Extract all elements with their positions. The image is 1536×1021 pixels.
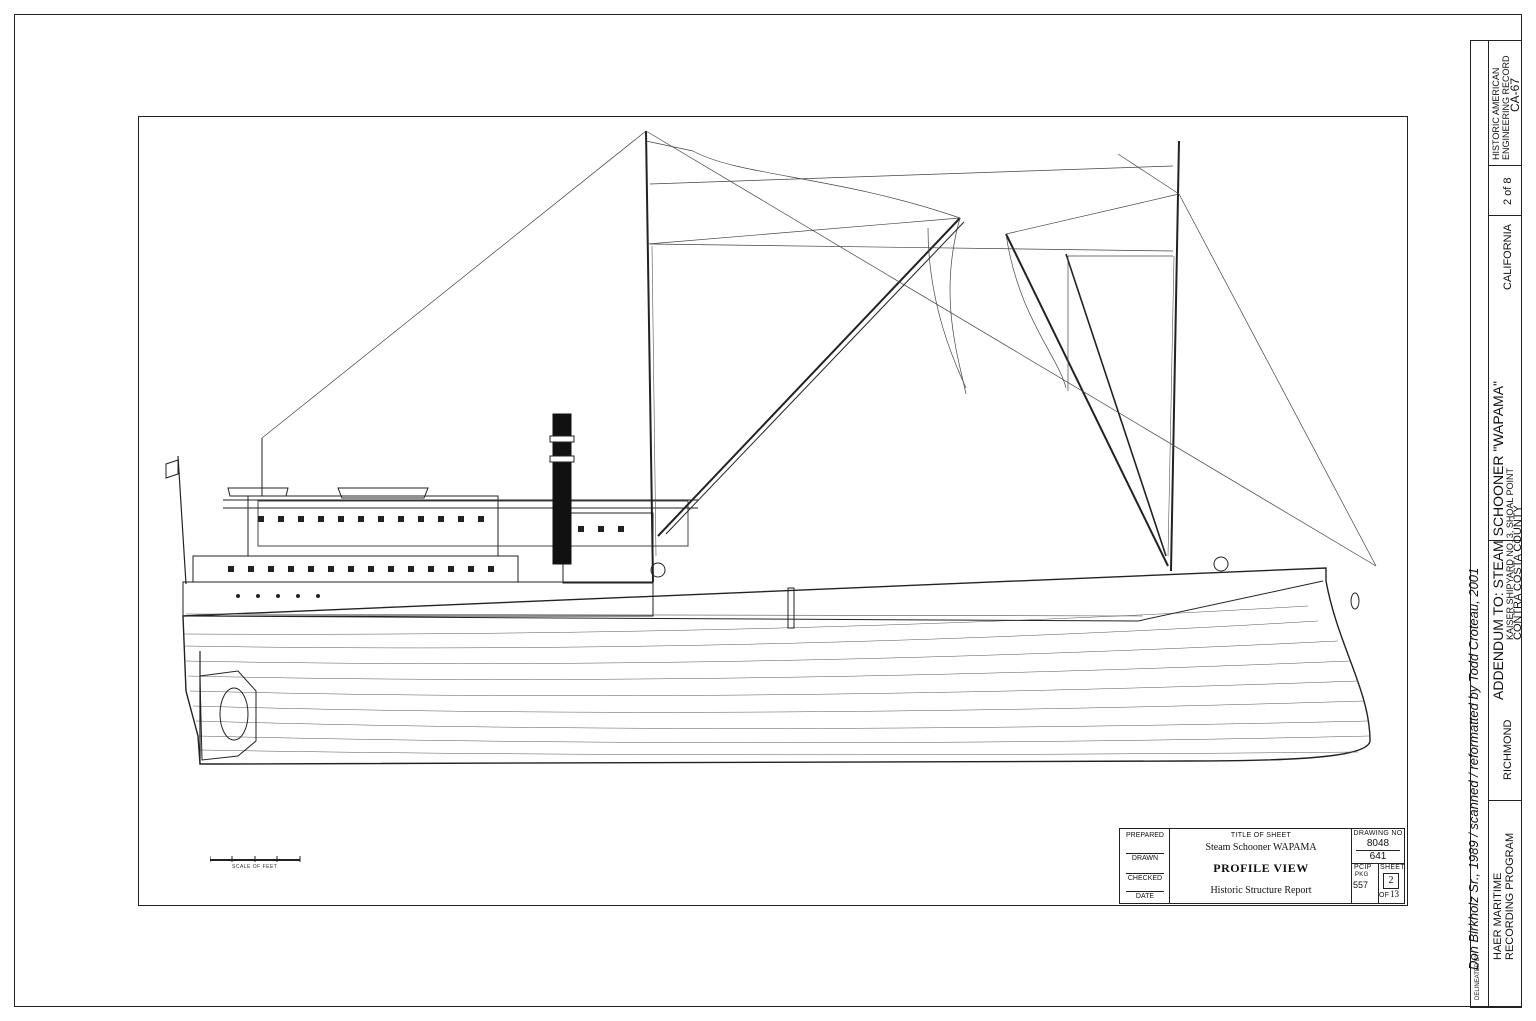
smokestack — [552, 413, 572, 565]
pcip-label: PCIP — [1354, 864, 1372, 871]
mainmast — [645, 130, 654, 583]
lifeboat-1 — [227, 487, 289, 497]
sheer-line — [182, 580, 1324, 622]
strip-row-2 — [1488, 540, 1522, 541]
title-of-sheet-label: TITLE OF SHEET — [1230, 832, 1292, 839]
strip-divider-2 — [1488, 40, 1489, 1007]
date-label: DATE — [1135, 893, 1155, 900]
cargo-boom-fore-1 — [1005, 233, 1169, 567]
record-line1: HISTORIC AMERICAN — [1491, 67, 1501, 160]
drawing-sheet-border — [14, 14, 1522, 1007]
strip-divider-1 — [1470, 40, 1471, 1007]
drawing-sub-no: 641 — [1369, 851, 1387, 862]
mast-ladders — [651, 245, 1175, 557]
drawn-label: DRAWN — [1131, 855, 1159, 862]
cargo-boom-fore-2 — [1065, 253, 1167, 557]
flagstaff — [177, 455, 187, 585]
delineated-by: Don Birkholz Sr., 1989 / scanned / refor… — [1466, 567, 1481, 970]
title-block-title: TITLE OF SHEET Steam Schooner WAPAMA PRO… — [1170, 829, 1352, 903]
lifeboat-2 — [337, 487, 429, 499]
title-block-numbers: DRAWING NO 8048 641 PCIP PKG 557 SHEET 2… — [1352, 829, 1405, 903]
ship-profile-drawing — [165, 130, 1377, 765]
strip-row-4 — [1488, 165, 1522, 166]
vessel-name: Steam Schooner WAPAMA — [1205, 842, 1317, 853]
pkg-no: 557 — [1353, 880, 1369, 890]
state: CALIFORNIA — [1502, 223, 1514, 290]
hull-planking — [183, 605, 1370, 756]
strip-row-1 — [1488, 800, 1522, 801]
location-line2: CONTRA COSTA COUNTY — [1512, 505, 1524, 640]
deckhouse-windows — [228, 516, 624, 572]
strip-row-3 — [1488, 215, 1522, 216]
drawing-no: 8048 — [1366, 838, 1390, 849]
foremast — [1170, 140, 1180, 572]
title-block-signatures: PREPARED DRAWN CHECKED DATE — [1120, 829, 1170, 903]
hull-outline — [182, 567, 1371, 765]
sheet-no: 2 — [1383, 873, 1399, 889]
city: RICHMOND — [1502, 719, 1514, 781]
scale-bar — [210, 856, 301, 862]
view-title: PROFILE VIEW — [1213, 861, 1309, 875]
drawing-frame — [138, 116, 1408, 906]
sheet-label: SHEET — [1380, 864, 1405, 871]
scale-label: SCALE OF FEET — [232, 864, 278, 870]
sheet-main-title: ADDENDUM TO: STEAM SCHOONER "WAPAMA" — [1490, 380, 1506, 700]
pilothouse — [257, 500, 689, 547]
checked-label: CHECKED — [1127, 875, 1163, 882]
windlass — [1213, 556, 1229, 572]
sheet-total: 13 — [1390, 889, 1399, 899]
report-title: Historic Structure Report — [1210, 885, 1312, 896]
program-line2: RECORDING PROGRAM — [1504, 832, 1516, 960]
prepared-label: PREPARED — [1126, 832, 1164, 839]
portholes — [236, 594, 320, 598]
cargo-boom-main — [657, 217, 961, 537]
program-line1: HAER MARITIME — [1492, 872, 1504, 960]
title-block: PREPARED DRAWN CHECKED DATE TITLE OF SHE… — [1119, 828, 1405, 904]
strip-divider-3 — [1470, 1007, 1522, 1008]
of-label: OF — [1379, 892, 1390, 899]
deckhouse-top — [247, 495, 499, 557]
strip-row-5 — [1470, 40, 1522, 41]
drawing-no-label: DRAWING NO — [1353, 830, 1403, 837]
pkg-label: PKG — [1355, 872, 1369, 878]
rudder — [199, 670, 257, 761]
sheet-count: 2 of 8 — [1502, 177, 1514, 205]
record-id: CA-67 — [1508, 77, 1522, 112]
rigging — [261, 130, 1377, 567]
after-house — [562, 512, 654, 584]
